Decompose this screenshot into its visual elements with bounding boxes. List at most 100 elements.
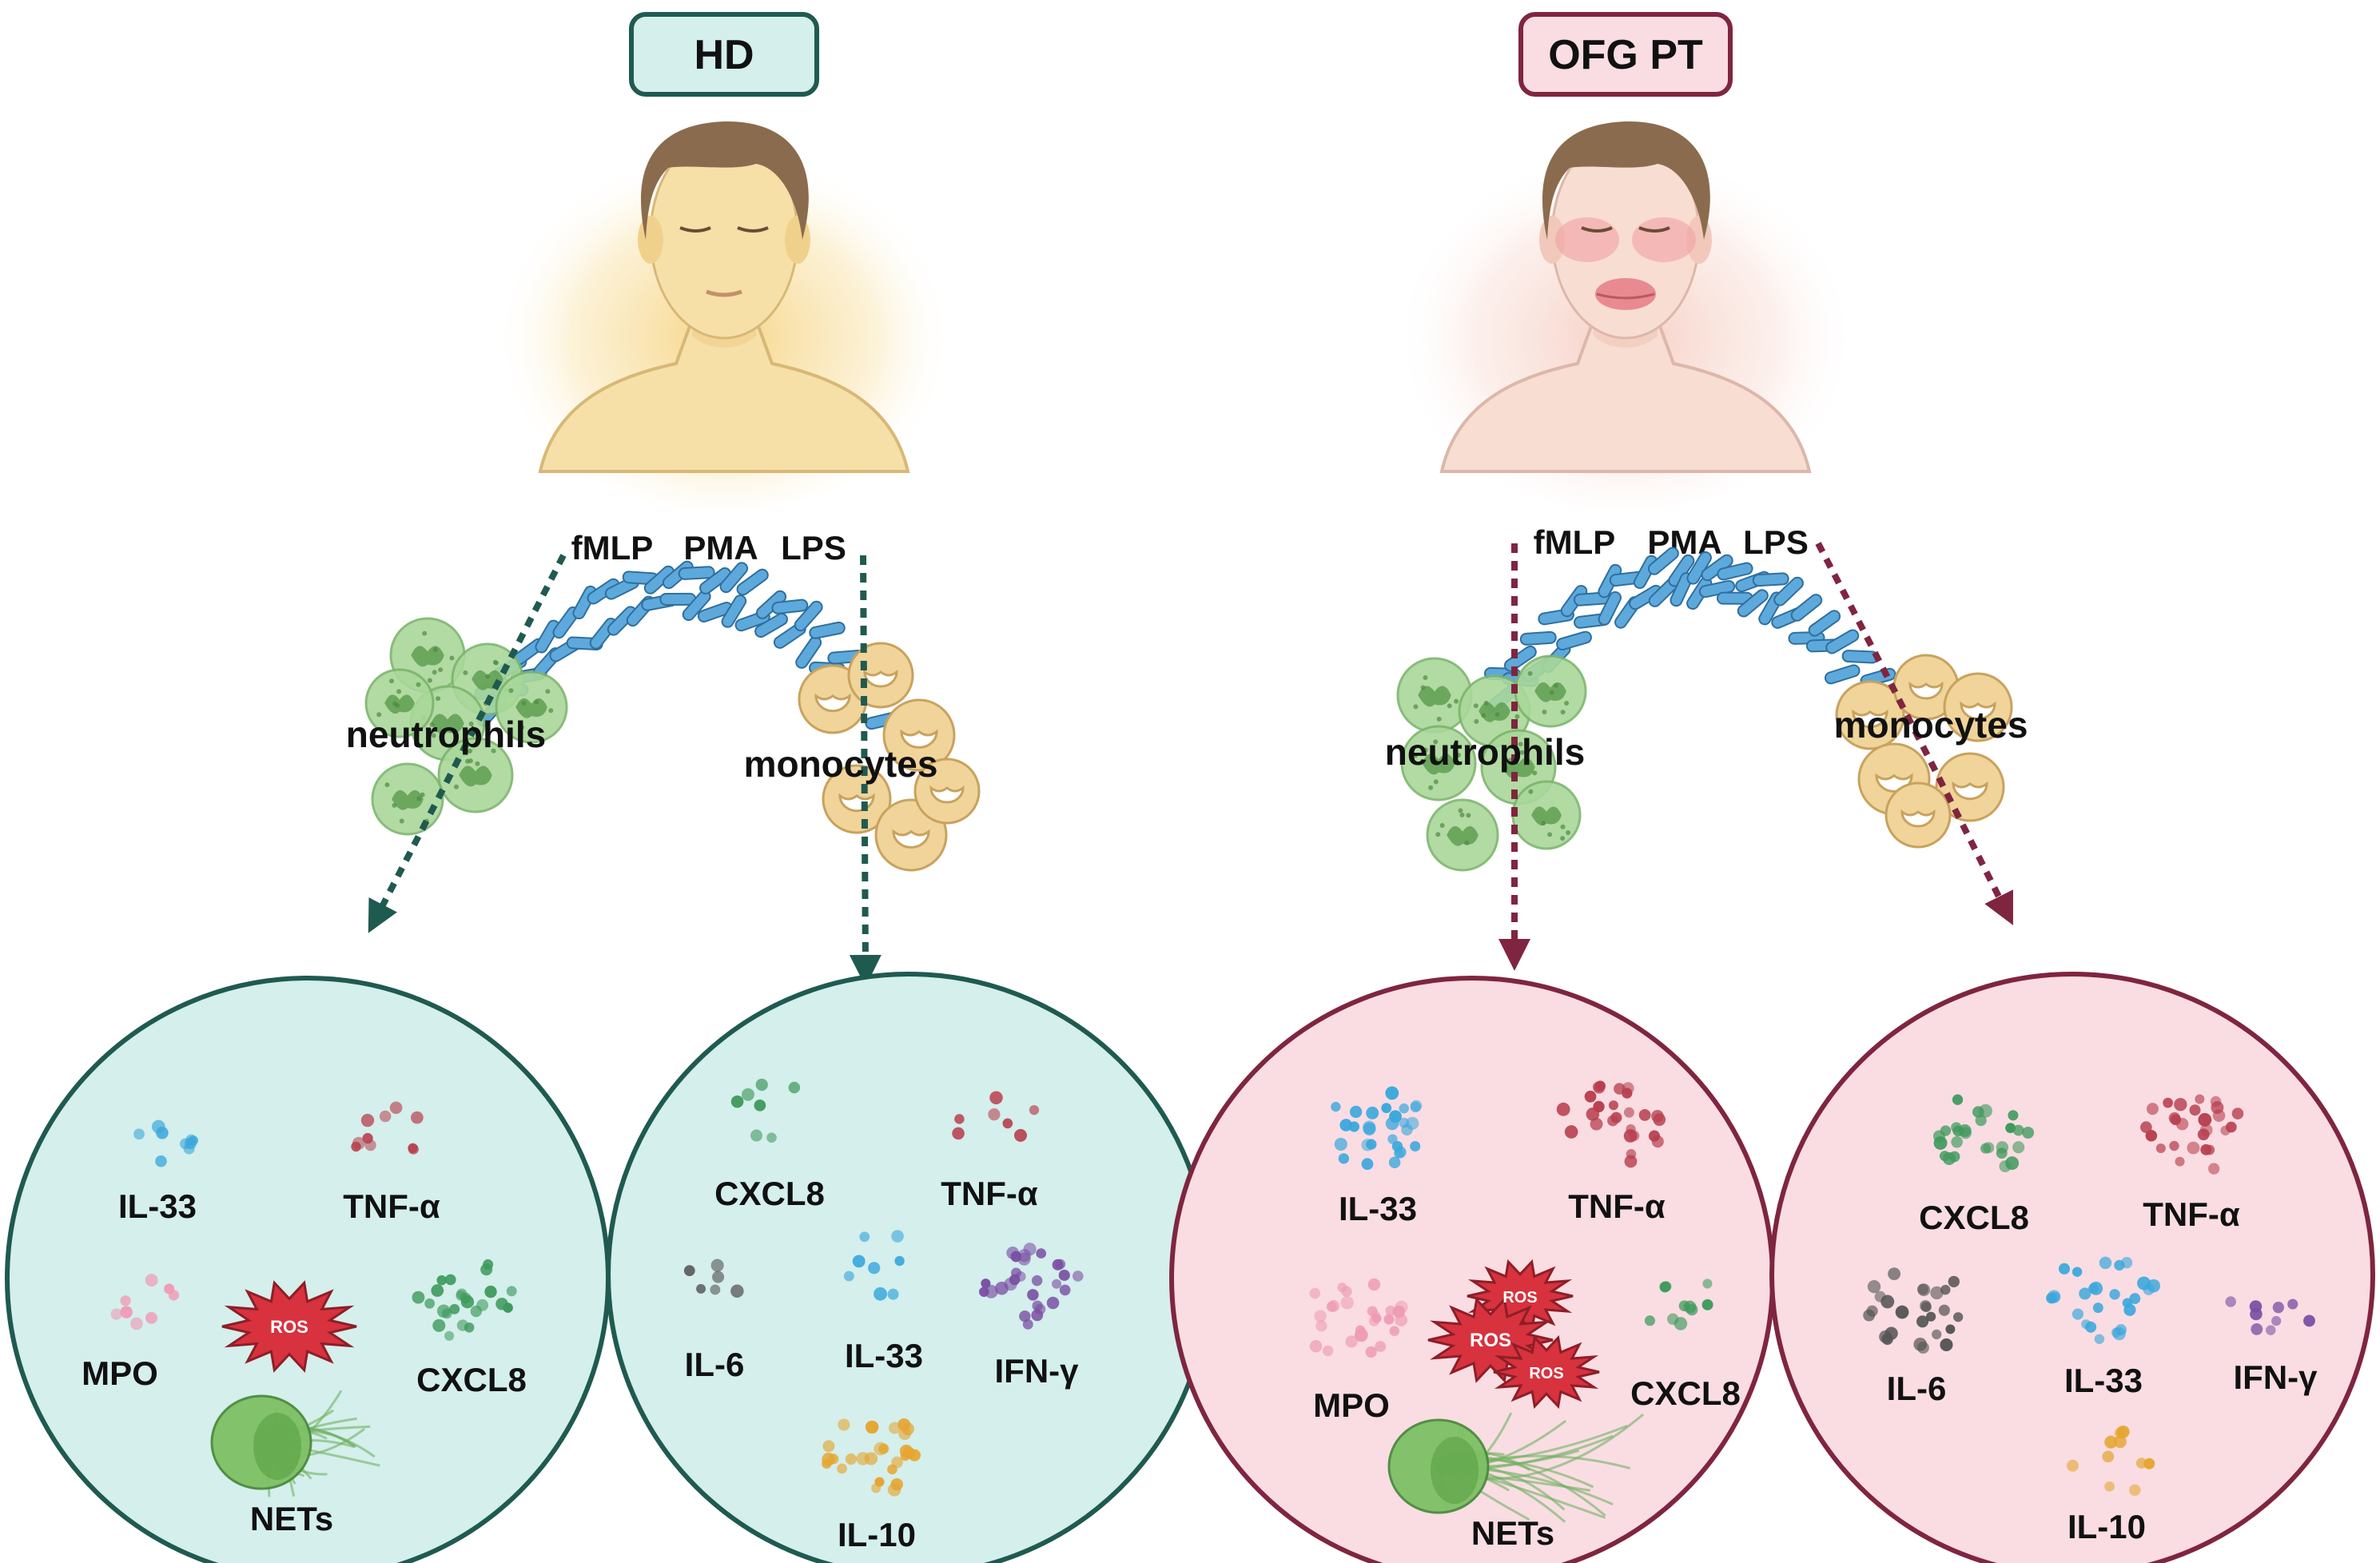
cytokine-dot [1648, 1130, 1661, 1142]
cytokine-dot [1410, 1140, 1421, 1152]
hd-il33-label: IL-33 [118, 1187, 197, 1225]
cytokine-dot [2099, 1256, 2112, 1270]
cytokine-dot [2089, 1281, 2103, 1295]
neutrophil-granule [491, 748, 496, 754]
neutrophil-granule [429, 722, 435, 727]
cytokine-dot [1863, 1309, 1876, 1322]
neutrophil-granule [1436, 716, 1442, 722]
cytokine-dot [1367, 1278, 1381, 1291]
cytokine-dot [822, 1440, 835, 1453]
cytokine-dot [1940, 1338, 1953, 1351]
ofg-mono-tnfa-dots [2140, 1094, 2244, 1175]
net-cell-nucleus [253, 1413, 301, 1480]
hd-il10-label: IL-10 [838, 1516, 916, 1553]
cytokine-dot [506, 1286, 517, 1297]
cytokine-dot [1888, 1267, 1901, 1281]
cytokine-dot [460, 1292, 472, 1304]
neutrophil-granule [1483, 700, 1489, 706]
monocyte-nucleus [814, 693, 851, 713]
neutrophil-granule [1458, 808, 1463, 813]
monocyte-nucleus [1952, 781, 1988, 801]
cytokine-dot [145, 1311, 157, 1324]
cytokine-dot [2174, 1098, 2187, 1112]
cytokine-dot [766, 1132, 777, 1143]
cytokine-dot [1867, 1279, 1881, 1294]
cytokine-dot [1399, 1117, 1410, 1128]
ofg-mpo-label: MPO [1313, 1386, 1390, 1424]
cytokine-dot [822, 1458, 832, 1469]
cytokine-dot [1002, 1118, 1013, 1129]
hd-monocyte-tnfa-label: TNF-α [941, 1175, 1038, 1212]
cytokine-dot [1385, 1086, 1399, 1100]
cytokine-dot [360, 1113, 375, 1128]
cytokine-dot [864, 1452, 878, 1466]
cytokine-dot [988, 1108, 1001, 1121]
ofg-nets-graphic [1387, 1412, 1644, 1523]
cytokine-dot [476, 1299, 489, 1311]
hd-monocytes-label: monocytes [744, 743, 938, 785]
neutrophil-granule [384, 782, 390, 788]
cytokine-dot [1366, 1106, 1379, 1120]
cytokine-dot [902, 1446, 915, 1459]
ofg-monocyte-arrow [1815, 542, 2013, 925]
cytokine-dot [1996, 1147, 2008, 1159]
neutrophil-granule [534, 699, 539, 705]
cytokine-dot [1628, 1130, 1640, 1141]
cytokine-dot [730, 1095, 744, 1108]
cytokine-dot [1564, 1125, 1578, 1139]
cytokine-dot [2066, 1459, 2079, 1472]
cytokine-dot [2145, 1129, 2158, 1142]
cytokine-dot [2115, 1427, 2127, 1439]
cytokine-dot [1017, 1248, 1032, 1263]
cytokine-dot [2129, 1484, 2141, 1496]
cytokine-dot [436, 1275, 447, 1286]
ofg-neutrophil-cluster [1396, 654, 1587, 872]
hd-il6-label: IL-6 [685, 1346, 745, 1383]
neutrophil-granule [1514, 714, 1520, 719]
neutrophil-granule [395, 703, 400, 709]
cytokine-dot [2287, 1299, 2298, 1310]
cytokine-dot [952, 1127, 965, 1140]
cytokine-dot [1958, 1124, 1972, 1137]
neutrophil-granule [1519, 750, 1525, 755]
cytokine-dot [2189, 1104, 2201, 1116]
neutrophil-granule [432, 670, 437, 675]
monocyte-nucleus [900, 729, 938, 749]
stimulus-rod [721, 595, 747, 628]
cytokine-dot [1059, 1284, 1071, 1296]
cytokine-dot [120, 1306, 133, 1318]
neutrophil-granule [1459, 812, 1465, 817]
cytokine-dot [1391, 1140, 1403, 1152]
monocyte-nucleus [1852, 709, 1888, 729]
hd-mono-cxcl8-dots [730, 1078, 801, 1143]
ofg-il33-dots [1331, 1086, 1423, 1171]
hd-mono-il33-dots [843, 1230, 905, 1301]
cytokine-dot [1029, 1104, 1040, 1116]
neutrophil-granule [465, 758, 471, 764]
hd-stimulus-lps: LPS [781, 529, 846, 567]
neutrophil-nucleus [1479, 702, 1510, 722]
cytokine-dot [710, 1284, 721, 1295]
cytokine-dot [1701, 1299, 1713, 1310]
neutrophil-granule [1514, 746, 1519, 752]
cytokine-dot [168, 1290, 180, 1301]
cytokine-dot [1586, 1108, 1600, 1121]
cytokine-dot [1046, 1296, 1060, 1310]
neutrophil-granule [1542, 710, 1547, 715]
cytokine-dot [2092, 1302, 2103, 1314]
neutrophil-granule [1439, 823, 1445, 829]
cytokine-dot [897, 1418, 911, 1431]
circle-contents [110, 1078, 2315, 1523]
healthy-donor-person-icon [492, 121, 956, 511]
cytokine-dot [2111, 1327, 2122, 1338]
neutrophil-granule [521, 700, 527, 706]
cytokine-dot [2102, 1450, 2115, 1463]
neutrophil-granule [431, 733, 436, 738]
cytokine-dot [1031, 1275, 1043, 1287]
cytokine-dot [2008, 1110, 2019, 1121]
cytokine-dot [1338, 1153, 1350, 1164]
hd-monocyte-il33-label: IL-33 [845, 1337, 923, 1374]
cytokine-dot [755, 1078, 768, 1092]
cytokine-dot [2163, 1097, 2173, 1108]
